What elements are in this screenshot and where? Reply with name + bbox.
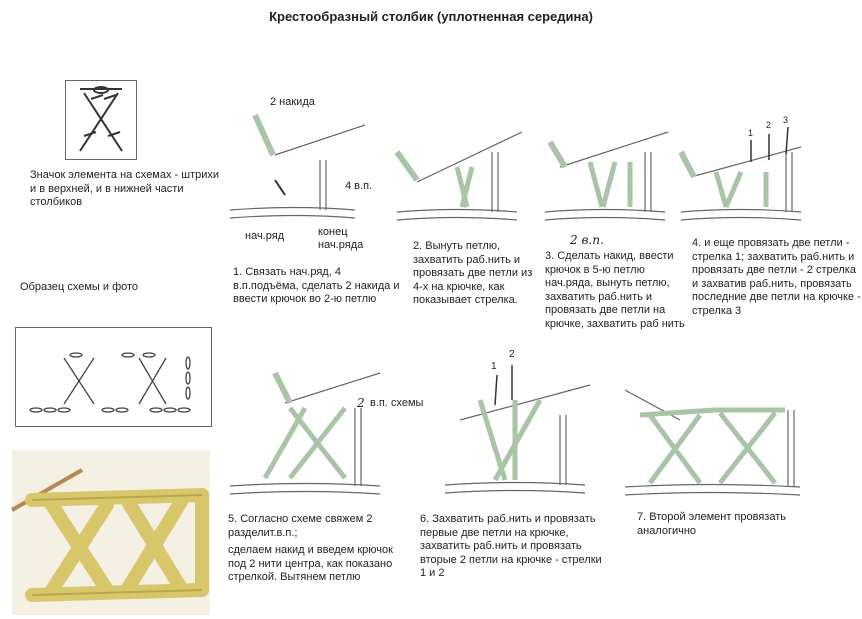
sample-scheme [15, 327, 212, 427]
step-4-arrow-2-label: 2 [766, 120, 772, 130]
sample-photo [11, 450, 210, 615]
step-1-label-start-row: нач.ряд [245, 230, 285, 242]
step-1-label-side: 4 в.п. [345, 180, 373, 192]
step-1-label-top: 2 накида [270, 96, 315, 108]
step-3-illustration [544, 131, 669, 221]
sample-label: Образец схемы и фото [20, 281, 139, 293]
step-6-arrow-2-label: 2 [509, 349, 515, 360]
step-3-text: 3. Сделать накид, ввести крючок в 5-ю пе… [545, 250, 685, 330]
crochet-photo-illustration [11, 468, 209, 602]
step-1-illustration [229, 113, 366, 219]
step-4-illustration [678, 126, 802, 221]
step-6-illustration [444, 365, 591, 494]
step-5-text-a: 5. Согласно схеме свяжем 2 разделит.в.п.… [228, 513, 373, 539]
step-3-handwritten-label: 2 в.п. [570, 233, 604, 247]
stitch-symbol-box [65, 80, 137, 160]
step-7-illustration [624, 389, 801, 496]
scheme-diagram [29, 352, 191, 413]
cross-stitch-symbol-icon [79, 86, 123, 152]
step-4-arrow-1-label: 1 [748, 128, 754, 138]
step-7-text: 7. Второй элемент провязать аналогично [637, 511, 786, 537]
step-2-illustration [394, 131, 523, 221]
step-2-text: 2. Вынуть петлю, захватить раб.нить и пр… [413, 240, 533, 306]
step-5-illustration [229, 371, 381, 495]
step-6-arrow-1-label: 1 [491, 361, 497, 372]
step-4-arrow-3-label: 3 [783, 115, 789, 125]
step-4-text: 4. и еще провязать две петли - стрелка 1… [692, 237, 861, 317]
page-title: Крестообразный столбик (уплотненная сере… [269, 9, 593, 24]
step-5-number-label: 2 [357, 396, 365, 410]
step-1-label-end-row: конец нач.ряда [318, 226, 364, 251]
step-5-text-b: сделаем накид и введем крючок под 2 нити… [228, 544, 393, 583]
step-1-text: 1. Связать нач.ряд, 4 в.п.подъёма, сдела… [233, 266, 400, 305]
step-5-side-label: в.п. схемы [370, 397, 424, 409]
symbol-caption: Значок элемента на схемах - штрихи и в в… [30, 169, 220, 208]
step-6-text: 6. Захватить раб.нить и провязать первые… [420, 513, 602, 579]
